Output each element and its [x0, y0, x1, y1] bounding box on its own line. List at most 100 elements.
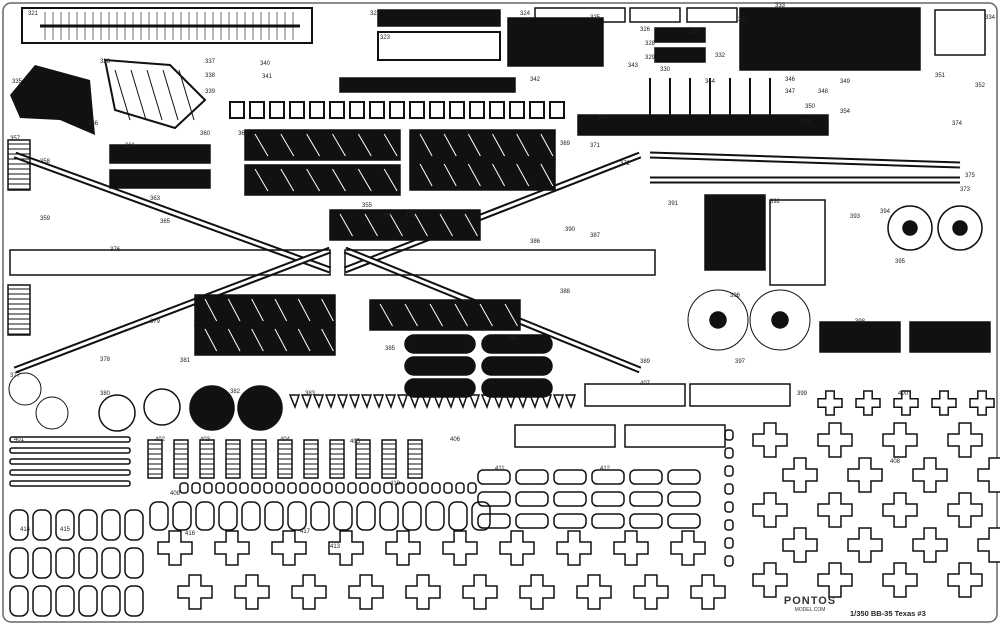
- lattice-strut: [467, 133, 481, 157]
- bitt-part: [489, 101, 505, 119]
- part-number-label: 386: [530, 239, 541, 245]
- part-412: [515, 469, 549, 485]
- part-number-label: 387: [590, 233, 601, 239]
- part-383: [480, 394, 493, 410]
- bitt-part: [269, 101, 285, 119]
- part-416: [448, 501, 468, 531]
- part-412: [515, 491, 549, 507]
- roller-part: [481, 356, 553, 376]
- lattice-strut: [204, 298, 218, 322]
- part-398b: [909, 321, 991, 353]
- part-412: [591, 491, 625, 507]
- part-414: [32, 547, 52, 579]
- part-409: [275, 482, 285, 494]
- part-409: [431, 482, 441, 494]
- part-412: [629, 513, 663, 529]
- part-416: [264, 501, 284, 531]
- part-413: [613, 530, 649, 566]
- part-412: [591, 513, 625, 529]
- bitt-part: [509, 101, 525, 119]
- part-412: [477, 491, 511, 507]
- part-409: [455, 482, 465, 494]
- part-383: [552, 394, 565, 410]
- part-number-label: 416: [185, 531, 196, 537]
- sheet-title: 1/350 BB-35 Texas #3: [850, 609, 926, 618]
- part-number-label: 323: [380, 35, 391, 41]
- part-409: [203, 482, 213, 494]
- part-number-label: 326: [640, 27, 651, 33]
- part-408: [817, 422, 853, 458]
- ladder-357: [7, 139, 31, 191]
- part-number-label: 415: [60, 527, 71, 533]
- part-number-label: 375: [965, 173, 976, 179]
- part-number-label: 378: [100, 357, 111, 363]
- part-number-label: 390: [565, 227, 576, 233]
- part-number-label: 324: [520, 11, 531, 17]
- part-number-label: 373: [960, 187, 971, 193]
- part-377: [8, 372, 42, 406]
- part-409: [724, 537, 734, 549]
- walkway-part-321: [21, 7, 313, 44]
- part-412: [477, 469, 511, 485]
- part-409: [347, 482, 357, 494]
- part-383: [288, 394, 301, 410]
- lattice-strut: [321, 328, 334, 352]
- lattice-strut: [357, 168, 372, 192]
- part-409: [215, 482, 225, 494]
- part-408: [752, 562, 788, 598]
- part-number-label: 325: [590, 15, 601, 21]
- lattice-strut: [492, 133, 506, 157]
- part-408: [912, 457, 948, 493]
- lattice-strut: [227, 328, 241, 352]
- part-413: [690, 574, 726, 610]
- part-409: [724, 447, 734, 459]
- lattice-strut: [419, 133, 433, 157]
- lattice-strut: [254, 133, 269, 157]
- lattice-strut: [383, 168, 398, 192]
- part-383: [360, 394, 373, 410]
- part-383: [384, 394, 397, 410]
- part-number-label: 345: [598, 115, 609, 121]
- roller-part: [404, 378, 476, 398]
- part-number-label: 340: [260, 61, 271, 67]
- part-409: [359, 482, 369, 494]
- part-number-label: 357: [10, 136, 21, 142]
- part-408: [882, 422, 918, 458]
- part-414: [124, 509, 144, 541]
- part-416: [241, 501, 261, 531]
- part-409: [724, 483, 734, 495]
- part-number-label: 414: [20, 527, 31, 533]
- lattice-strut: [479, 303, 493, 327]
- part-416: [425, 501, 445, 531]
- part-number-label: 410: [390, 481, 401, 487]
- part-413: [271, 530, 307, 566]
- part-339: [339, 77, 516, 93]
- part-number-label: 406: [450, 437, 461, 443]
- part-396: [687, 289, 749, 351]
- part-414: [101, 509, 121, 541]
- part-number-label: 411: [495, 466, 505, 472]
- part-number-label: 412: [600, 466, 611, 472]
- part-408: [947, 562, 983, 598]
- part-number-label: 331: [738, 17, 749, 23]
- bitt-part: [349, 101, 365, 119]
- part-409: [724, 555, 734, 567]
- lattice-strut: [251, 328, 264, 352]
- brand-logo-text: PONTOS: [783, 595, 837, 607]
- bitt-part: [309, 101, 325, 119]
- part-number-label: 383: [305, 391, 316, 397]
- part-401: [9, 436, 131, 443]
- part-413: [576, 574, 612, 610]
- part-382b: [237, 385, 283, 431]
- part-number-label: 380: [100, 391, 111, 397]
- parts-group: [7, 7, 1000, 617]
- part-number-label: 336: [100, 59, 111, 65]
- part-414: [9, 509, 29, 541]
- part-413: [462, 574, 498, 610]
- part-number-label: 361: [125, 143, 136, 149]
- part-394: [937, 205, 983, 251]
- part-383: [336, 394, 349, 410]
- bitt-part: [529, 101, 545, 119]
- part-380: [98, 394, 136, 432]
